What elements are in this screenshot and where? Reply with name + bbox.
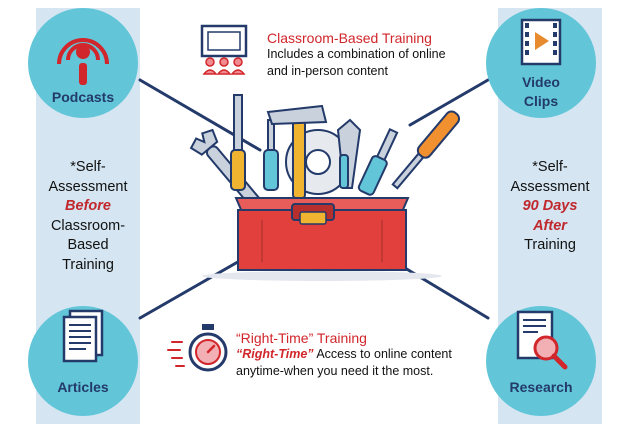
- research-node: Research: [486, 306, 596, 416]
- video-icon: [520, 18, 562, 66]
- left-line4: Classroom-: [50, 217, 126, 234]
- line-articles: [138, 253, 252, 320]
- articles-label: Articles: [57, 379, 109, 395]
- left-line2: Assessment: [48, 178, 128, 195]
- articles-node: Articles: [28, 306, 138, 416]
- right-line1: *Self-: [532, 159, 568, 175]
- right-emphasis2: After: [533, 217, 567, 234]
- right-line5: Training: [524, 237, 576, 253]
- left-emphasis: Before: [65, 198, 111, 214]
- right-assessment-text: *Self- Assessment 90 Days After Training: [498, 158, 602, 256]
- video-label-line2: Clips: [523, 93, 559, 109]
- left-assessment-text: *Self- Assessment Before Classroom- Base…: [36, 158, 140, 275]
- video-clips-node: Video Clips: [486, 8, 596, 118]
- classroom-line2: and in-person content: [267, 64, 388, 78]
- right-time-line2: anytime-when you need it the most.: [236, 364, 434, 378]
- podcasts-node: Podcasts: [28, 8, 138, 118]
- right-line2: Assessment: [510, 178, 590, 195]
- right-time-block: “Right-Time” Training “Right-Time” Acces…: [236, 330, 452, 380]
- left-line5: Based: [67, 237, 109, 253]
- research-label: Research: [509, 379, 573, 395]
- left-line6: Training: [62, 256, 114, 273]
- line-video: [408, 78, 490, 127]
- article-icon: [62, 309, 104, 363]
- right-time-title: “Right-Time” Training: [236, 330, 367, 346]
- podcasts-label: Podcasts: [51, 89, 115, 105]
- classroom-line1: Includes a combination of online: [267, 47, 446, 61]
- right-time-emphasis: “Right-Time”: [236, 347, 314, 361]
- research-icon: [516, 310, 568, 370]
- video-clips-label: Video Clips: [486, 73, 596, 111]
- video-label-line1: Video: [522, 74, 560, 90]
- left-line1: *Self-: [70, 159, 106, 175]
- right-time-line1: “Right-Time” Access to online content: [236, 346, 452, 363]
- classroom-title: Classroom-Based Training: [267, 30, 432, 46]
- podcast-icon: [57, 38, 109, 85]
- classroom-block: Classroom-Based Training Includes a comb…: [267, 30, 446, 80]
- right-time-line1-rest: Access to online content: [313, 347, 452, 361]
- line-research: [393, 260, 490, 320]
- right-emphasis1: 90 Days: [522, 198, 578, 214]
